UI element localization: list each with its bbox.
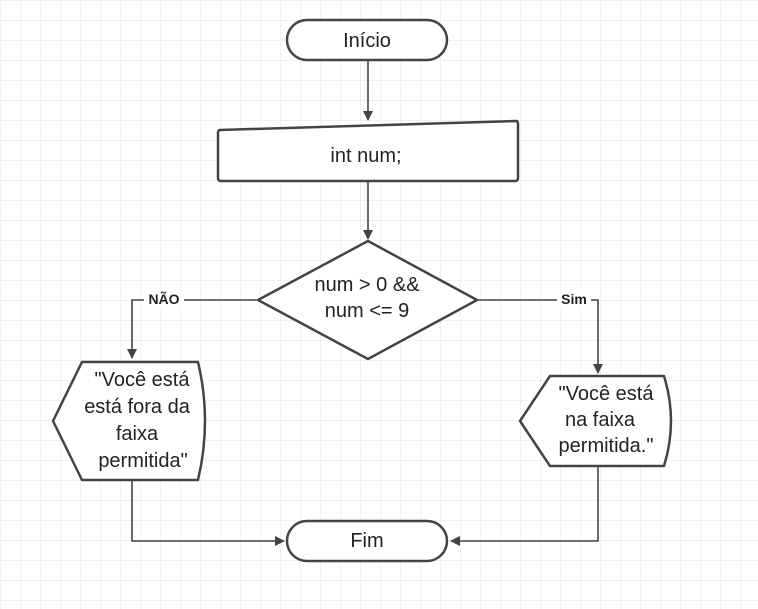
end-node[interactable]: Fim — [285, 519, 449, 563]
edge-label-no: NÃO — [144, 290, 184, 308]
output-inside-line-3: permitida." — [559, 435, 654, 457]
declare-input-shape — [216, 119, 520, 183]
end-terminator-shape — [285, 519, 449, 563]
display-shape-inside — [518, 374, 673, 468]
decision-line-2: num <= 9 — [325, 300, 410, 322]
output-outside-line-2: está fora da — [84, 396, 191, 418]
edge-label-yes-text: Sim — [561, 291, 587, 307]
declare-node[interactable]: int num; — [216, 119, 520, 183]
edges — [127, 60, 603, 546]
end-node-text: Fim — [350, 530, 383, 552]
output-inside-line-1: "Você está — [559, 383, 655, 405]
output-outside-line-1: "Você está — [95, 369, 191, 391]
output-outside-line-3: faixa — [116, 423, 159, 445]
decision-node[interactable]: num > 0 && num <= 9 — [256, 239, 479, 361]
output-inside-line-2: na faixa — [565, 409, 636, 431]
output-outside-line-4: permitida" — [98, 450, 187, 472]
start-node[interactable]: Início — [285, 18, 449, 62]
declare-node-text: int num; — [330, 145, 401, 167]
edge-decision-yes[interactable] — [477, 299, 603, 374]
edge-inside-to-end[interactable] — [450, 466, 599, 546]
edge-outside-to-end[interactable] — [131, 480, 285, 546]
start-node-text: Início — [343, 30, 391, 52]
output-inside-node[interactable]: "Você está na faixa permitida." — [518, 374, 673, 468]
edge-label-no-text: NÃO — [148, 290, 179, 307]
decision-line-1: num > 0 && — [314, 274, 420, 296]
decision-diamond-shape — [256, 239, 479, 361]
display-shape-outside — [51, 360, 207, 482]
edge-decision-no[interactable] — [127, 299, 258, 359]
start-terminator-shape — [285, 18, 449, 62]
edge-label-yes: Sim — [557, 290, 591, 308]
output-outside-node[interactable]: "Você está está fora da faixa permitida" — [51, 360, 207, 482]
